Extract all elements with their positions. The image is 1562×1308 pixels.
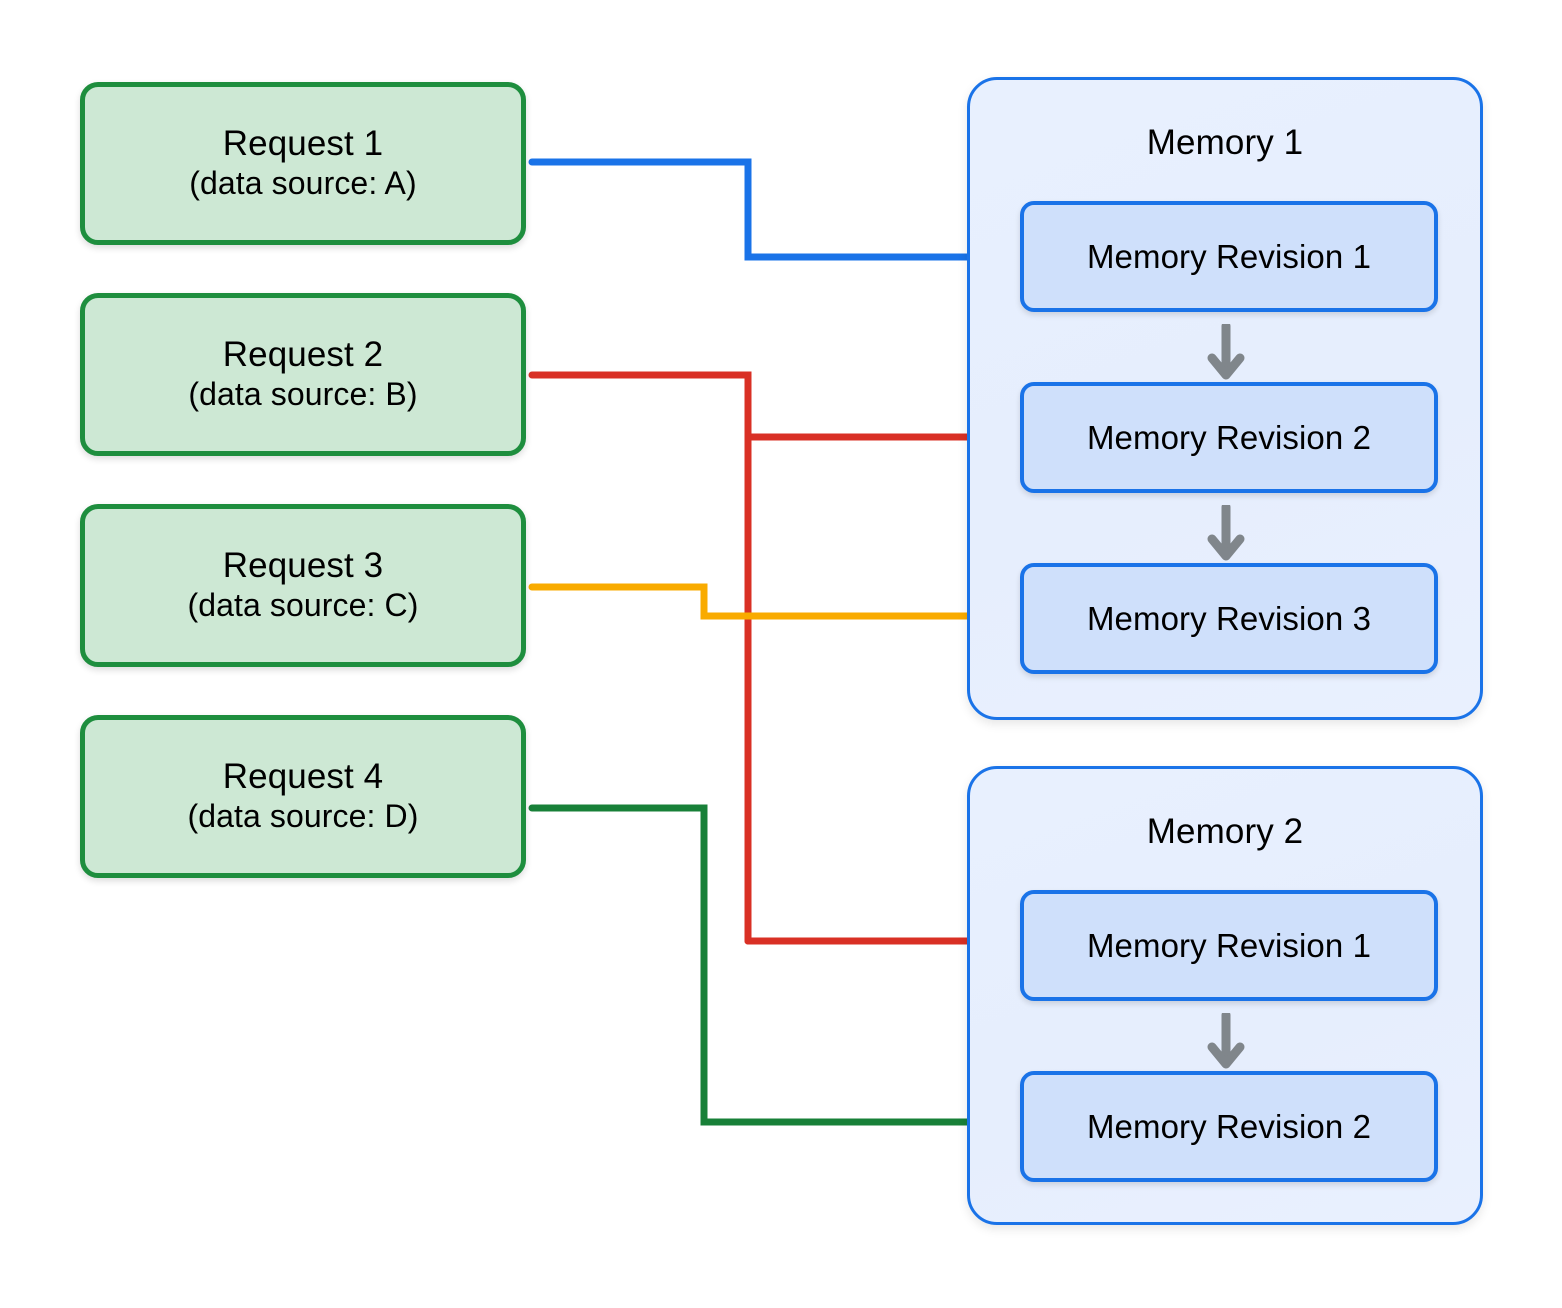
memory-container-1[interactable]: Memory 1 Memory Revision 1 Memory Revisi… (967, 77, 1483, 720)
request-title: Request 1 (222, 123, 384, 163)
connector-request3-to-memory1-revision3 (528, 583, 1002, 616)
connector-request4-to-memory2-revision2 (528, 804, 1002, 1122)
request-box-2[interactable]: Request 2 (data source: B) (80, 293, 526, 456)
request-box-3[interactable]: Request 3 (data source: C) (80, 504, 526, 667)
memory2-revision-2[interactable]: Memory Revision 2 (1020, 1071, 1438, 1182)
revision-label: Memory Revision 1 (1086, 237, 1372, 275)
request-subtitle: (data source: A) (189, 165, 417, 202)
memory-title: Memory 1 (1146, 123, 1304, 162)
memory1-revision-2[interactable]: Memory Revision 2 (1020, 382, 1438, 493)
connector-request2-trunk (528, 371, 752, 945)
down-arrow-icon (1207, 505, 1245, 561)
revision-label: Memory Revision 2 (1086, 1107, 1372, 1145)
request-title: Request 3 (222, 545, 384, 585)
memory-container-2[interactable]: Memory 2 Memory Revision 1 Memory Revisi… (967, 766, 1483, 1225)
connector-request1-to-memory1-revision1 (528, 158, 1002, 257)
request-title: Request 4 (222, 756, 384, 796)
request-subtitle: (data source: B) (188, 376, 418, 413)
memory1-revision-3[interactable]: Memory Revision 3 (1020, 563, 1438, 674)
request-title: Request 2 (222, 334, 384, 374)
down-arrow-icon (1207, 324, 1245, 380)
revision-label: Memory Revision 3 (1086, 599, 1372, 637)
down-arrow-icon (1207, 1013, 1245, 1069)
request-box-1[interactable]: Request 1 (data source: A) (80, 82, 526, 245)
memory1-revision-1[interactable]: Memory Revision 1 (1020, 201, 1438, 312)
revision-label: Memory Revision 1 (1086, 926, 1372, 964)
memory-title: Memory 2 (1146, 812, 1304, 851)
request-box-4[interactable]: Request 4 (data source: D) (80, 715, 526, 878)
request-subtitle: (data source: D) (187, 798, 419, 835)
revision-label: Memory Revision 2 (1086, 418, 1372, 456)
request-subtitle: (data source: C) (187, 587, 419, 624)
memory2-revision-1[interactable]: Memory Revision 1 (1020, 890, 1438, 1001)
